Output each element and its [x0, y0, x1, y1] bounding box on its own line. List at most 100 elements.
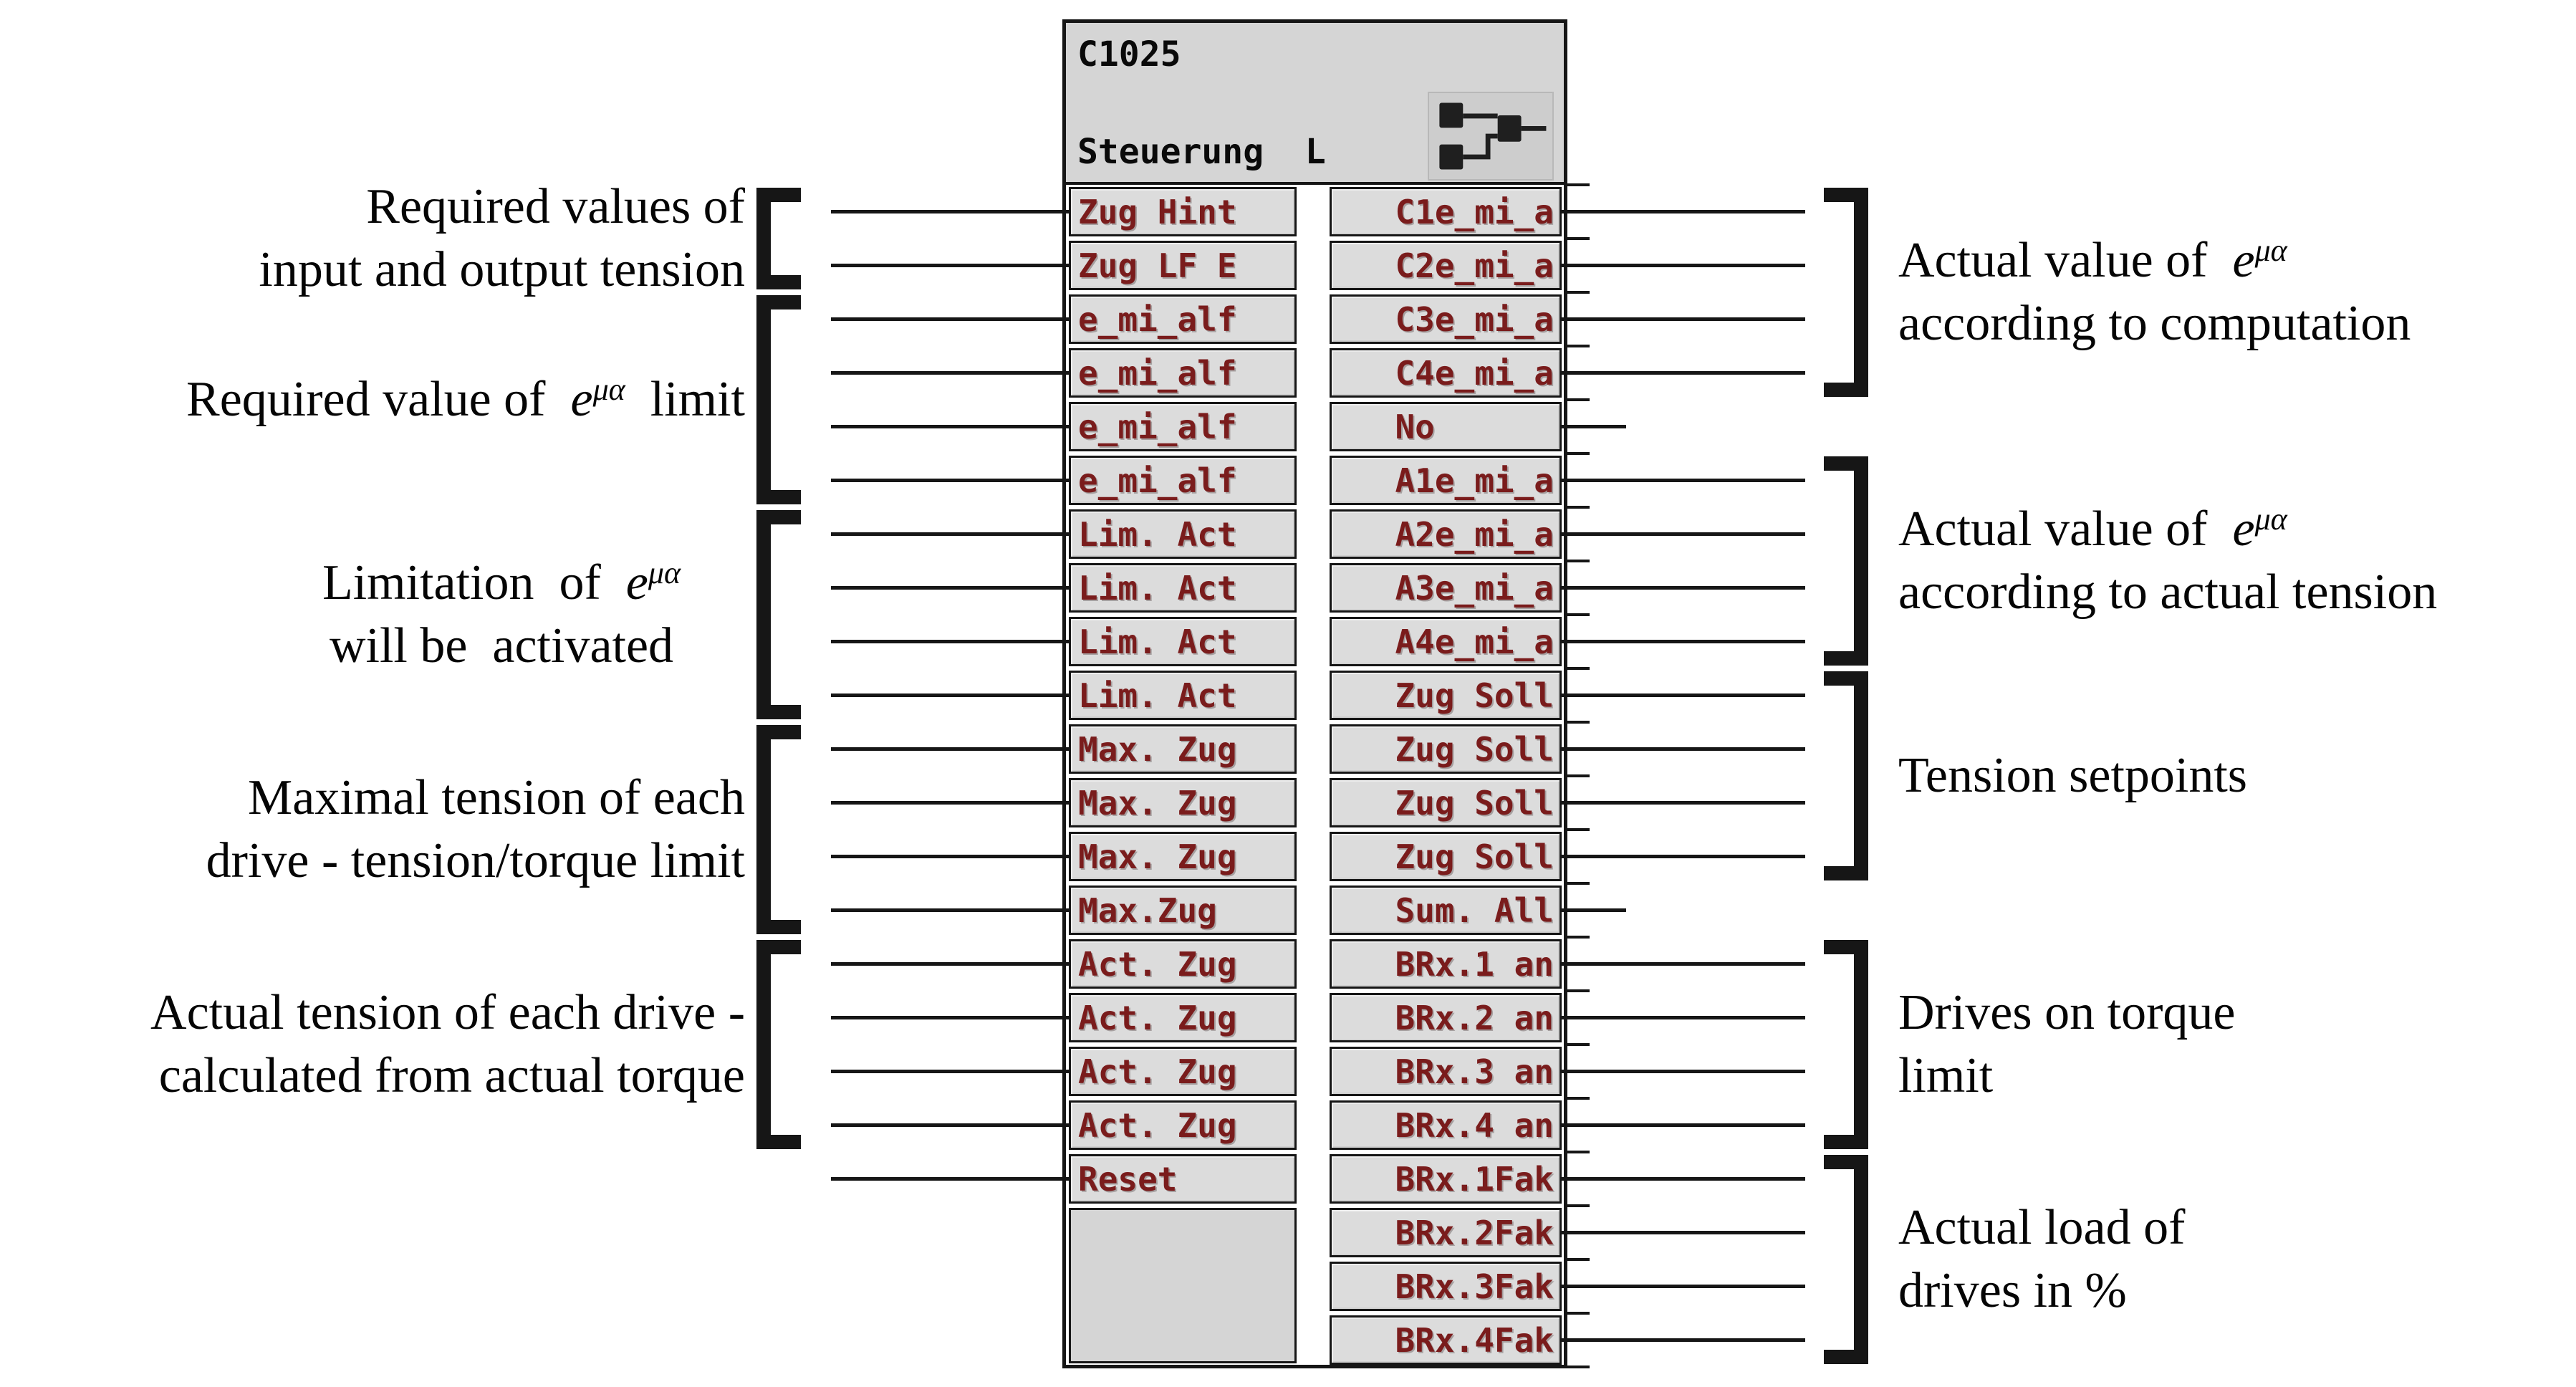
input-pin-label: Max. Zug [1078, 783, 1237, 822]
annotation-line: Drives on torque [1898, 982, 2572, 1045]
pin-separator-tick [1564, 452, 1590, 455]
input-pin-label: Lim. Act [1078, 514, 1237, 554]
annotation-line: Limitation of eμα [236, 552, 766, 615]
input-wire [831, 210, 1069, 213]
pin-separator-tick [1564, 237, 1590, 240]
pin-separator-tick [1564, 721, 1590, 724]
annotation-text: Limitation of [322, 555, 626, 610]
output-pin-label: Zug Soll [1395, 676, 1554, 715]
annotation-line: input and output tension [0, 239, 745, 302]
output-pin: A2e_mi_a [1330, 509, 1562, 559]
left-bracket-bottom-arm [756, 920, 801, 934]
input-pin-label: e_mi_alf [1078, 299, 1237, 339]
output-pin: BRx.1 an [1330, 939, 1562, 989]
output-pin: A3e_mi_a [1330, 563, 1562, 613]
input-pin: Lim. Act [1069, 671, 1297, 720]
left-bracket-top-arm [756, 940, 801, 954]
pin-separator-tick [1564, 1366, 1590, 1368]
output-wire [1562, 532, 1805, 536]
block-header: C1025 Steuerung L [1066, 23, 1564, 185]
right-bracket-top-arm [1824, 671, 1868, 686]
input-pin-label: Max. Zug [1078, 729, 1237, 769]
annotation-text: Required values of [366, 179, 745, 234]
output-pin-label: BRx.4Fak [1395, 1320, 1554, 1360]
right-bracket-top-arm [1824, 1155, 1868, 1169]
output-pin-label: Zug Soll [1395, 837, 1554, 876]
pin-separator-tick [1564, 1043, 1590, 1046]
output-pin-label: C1e_mi_a [1395, 192, 1554, 231]
output-pin-label: BRx.3 an [1395, 1052, 1554, 1091]
left-bracket-bar [756, 510, 771, 719]
formula-exponent: μα [2254, 233, 2287, 268]
output-pin-label: C4e_mi_a [1395, 353, 1554, 393]
output-wire [1562, 264, 1805, 267]
input-pin: Max. Zug [1069, 778, 1297, 827]
annotation-text: Required value of [186, 372, 571, 427]
output-wire [1562, 586, 1805, 590]
annotation-text: will be activated [329, 618, 674, 673]
pin-separator-tick [1564, 989, 1590, 992]
input-pin-label: Zug LF E [1078, 246, 1237, 285]
annotation-line: drives in % [1898, 1259, 2572, 1323]
annotation-text: limit [1898, 1048, 1994, 1103]
left-bracket-bar [756, 188, 771, 289]
output-wire [1562, 1070, 1805, 1073]
output-pin-label: BRx.2 an [1395, 998, 1554, 1037]
left-bracket-bottom-arm [756, 275, 801, 289]
input-pin: e_mi_alf [1069, 456, 1297, 505]
input-wire [831, 479, 1069, 482]
pin-separator-tick [1564, 398, 1590, 401]
formula-e: e [625, 555, 648, 610]
right-bracket-bar [1854, 456, 1868, 666]
annotation-text: Actual value of [1898, 233, 2233, 288]
output-pin: C4e_mi_a [1330, 348, 1562, 398]
output-pin-label: A2e_mi_a [1395, 514, 1554, 554]
output-pin: C2e_mi_a [1330, 241, 1562, 290]
input-pin-label: Lim. Act [1078, 568, 1237, 608]
output-wire [1562, 210, 1805, 213]
output-wire [1562, 640, 1805, 643]
input-pin: Lim. Act [1069, 563, 1297, 613]
output-pin-label: A3e_mi_a [1395, 568, 1554, 608]
output-pin-label: No [1395, 407, 1554, 446]
output-wire [1562, 317, 1805, 321]
left-annotation: Actual tension of each drive -calculated… [0, 982, 745, 1108]
input-wire [831, 371, 1069, 375]
annotation-text: Tension setpoints [1898, 748, 2248, 803]
input-wire [831, 1070, 1069, 1073]
output-wire [1562, 747, 1805, 751]
pin-separator-tick [1564, 1151, 1590, 1153]
right-bracket-bottom-arm [1824, 651, 1868, 666]
pin-separator-tick [1564, 1204, 1590, 1207]
left-bracket-bar [756, 295, 771, 504]
output-pin: C3e_mi_a [1330, 294, 1562, 344]
output-pin-label: A1e_mi_a [1395, 461, 1554, 500]
left-bracket-bottom-arm [756, 490, 801, 504]
output-pin-label: Zug Soll [1395, 783, 1554, 822]
annotation-line: Tension setpoints [1898, 744, 2572, 807]
annotation-line: will be activated [236, 615, 766, 678]
input-wire [831, 1123, 1069, 1127]
input-pin: Zug Hint [1069, 187, 1297, 236]
right-bracket-bar [1854, 940, 1868, 1149]
left-bracket-bottom-arm [756, 1135, 801, 1149]
output-pin: Zug Soll [1330, 671, 1562, 720]
output-wire [1562, 479, 1805, 482]
pin-separator-tick [1564, 345, 1590, 347]
pin-separator-tick [1564, 1097, 1590, 1100]
output-pin-label: Sum. All [1395, 891, 1554, 930]
output-wire [1562, 1123, 1805, 1127]
formula-e: e [570, 372, 593, 427]
input-wire [831, 801, 1069, 805]
output-pin: Sum. All [1330, 886, 1562, 935]
input-pin-label: Max. Zug [1078, 837, 1237, 876]
annotation-line: Actual value of eμα [1898, 498, 2572, 561]
input-pin: Act. Zug [1069, 993, 1297, 1042]
right-bracket-bottom-arm [1824, 383, 1868, 397]
formula-e: e [2232, 501, 2255, 557]
pin-separator-tick [1564, 613, 1590, 616]
output-pin: Zug Soll [1330, 832, 1562, 881]
